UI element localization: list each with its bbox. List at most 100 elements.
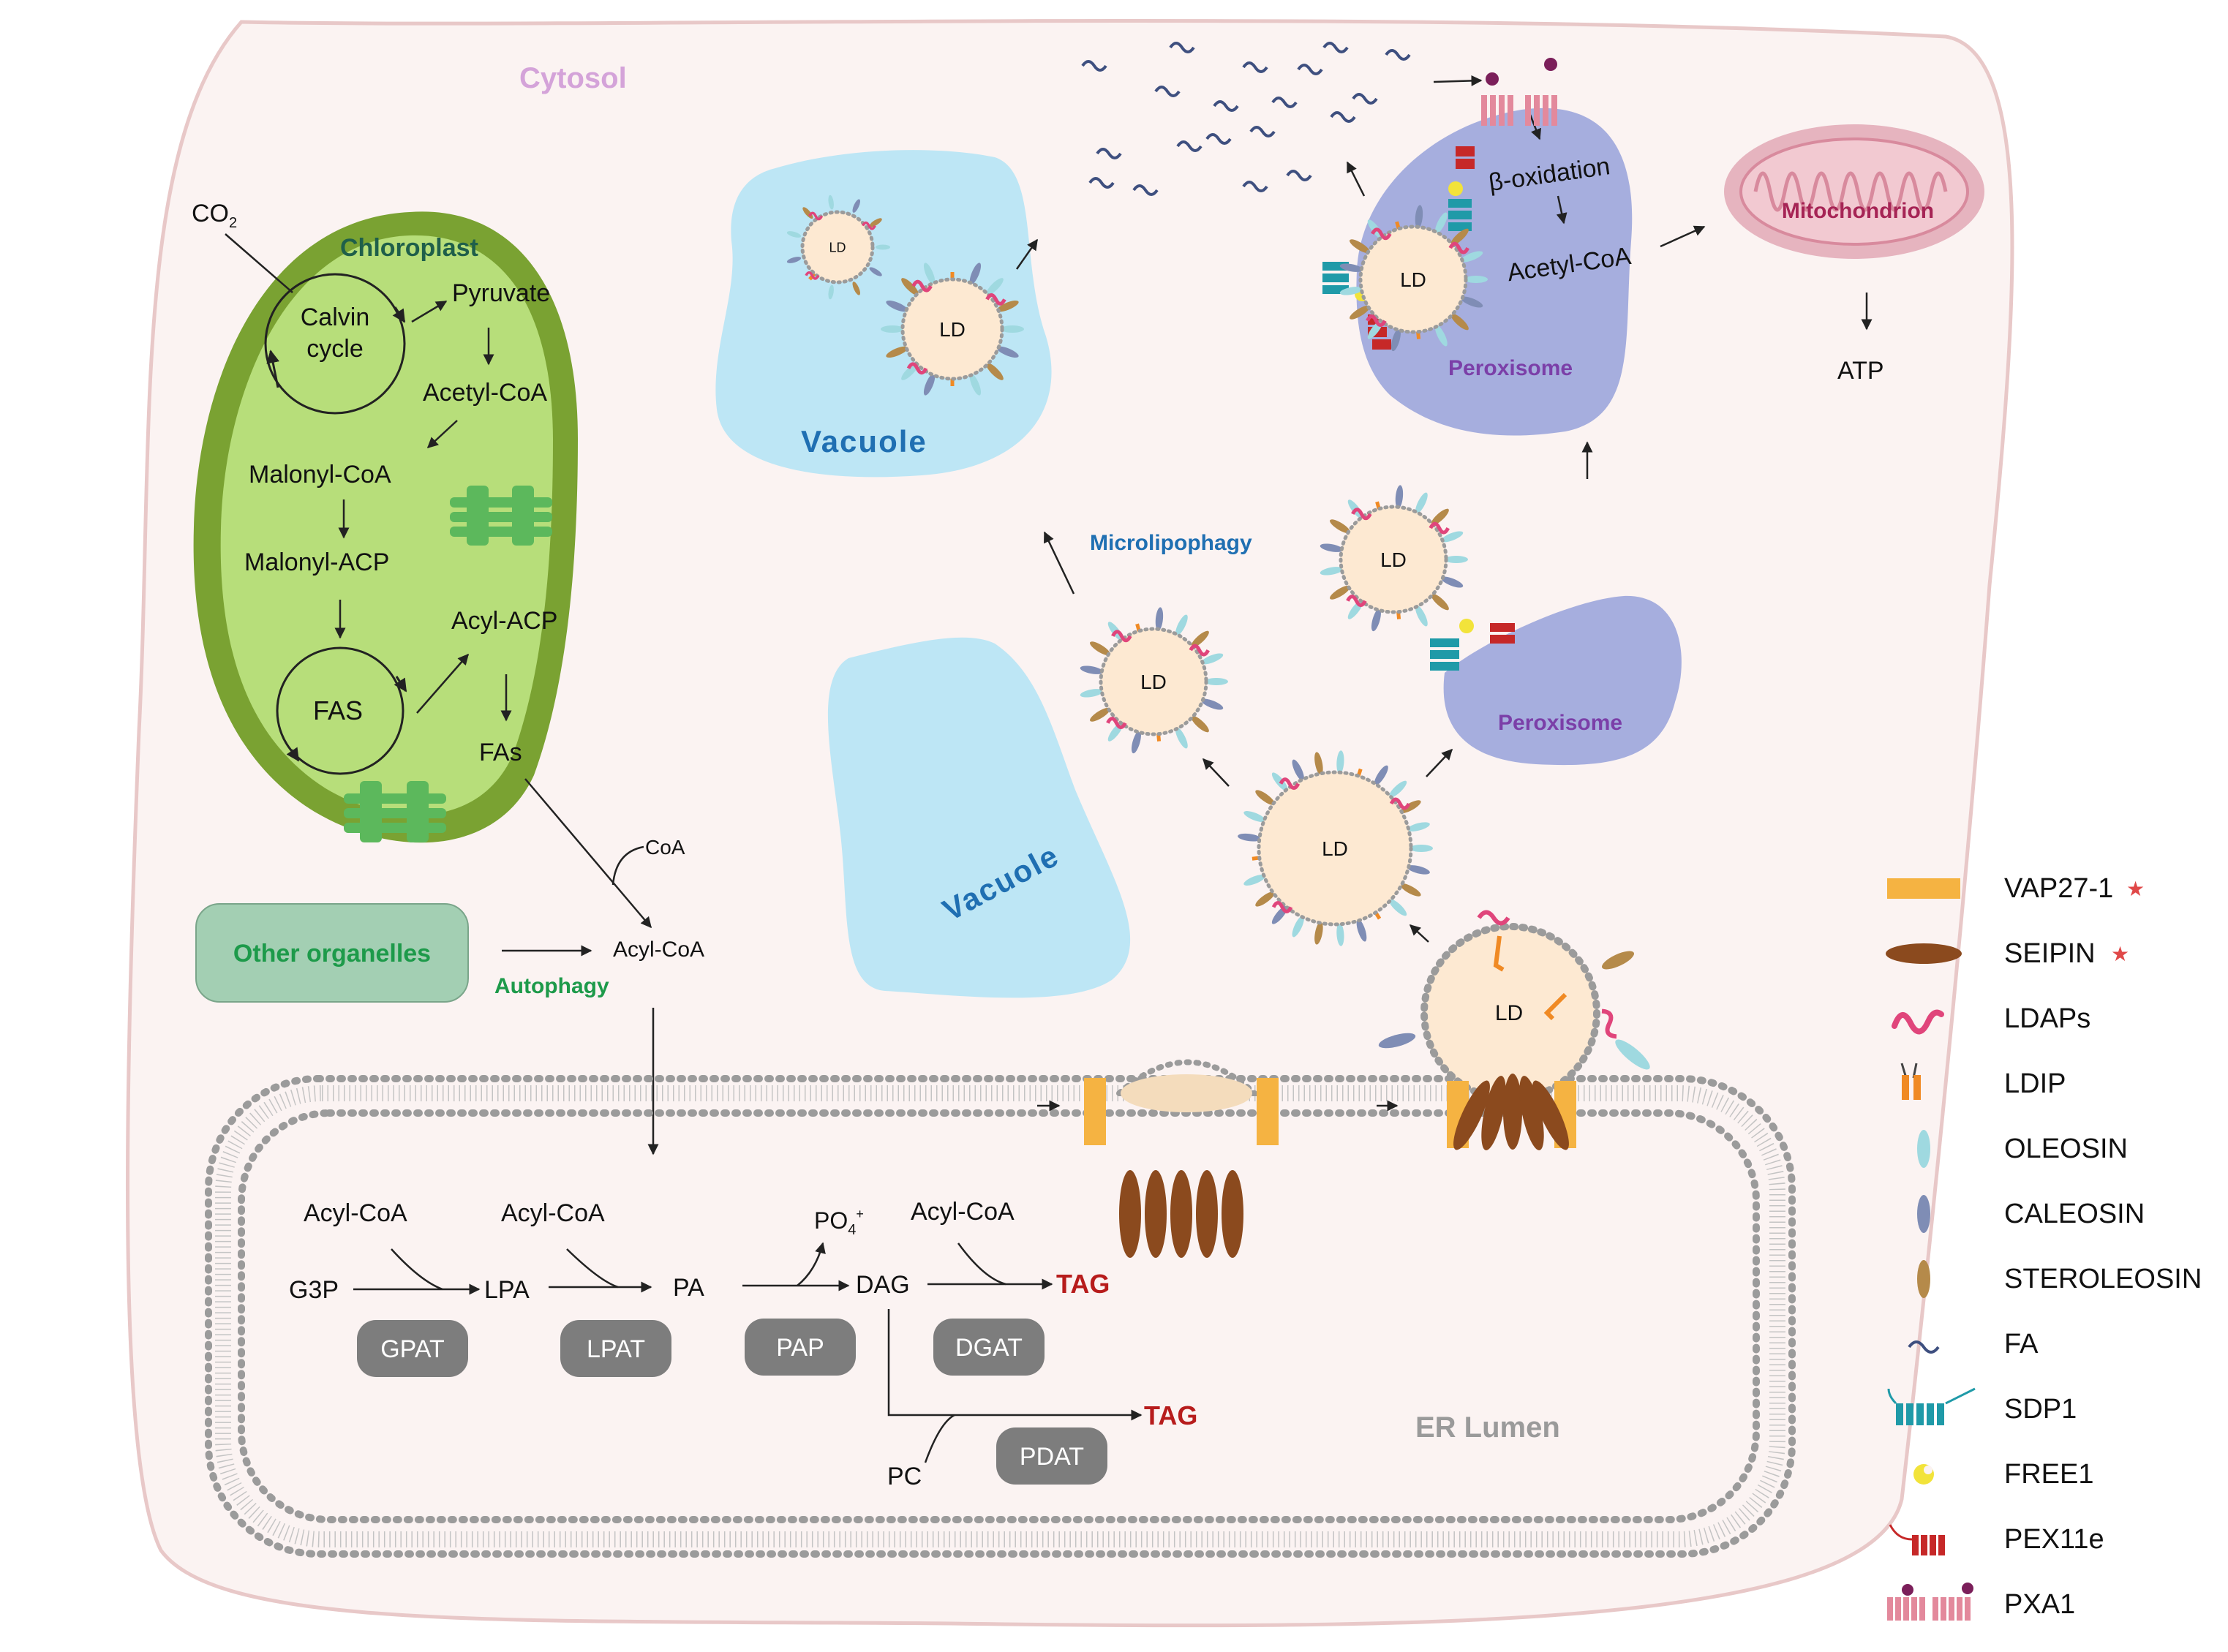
fa-molecule <box>1249 126 1276 137</box>
pc-label: PC <box>887 1463 922 1490</box>
lipid-droplets: LD LD LD LD LD LD <box>786 195 1488 946</box>
cytosol-label: Cytosol <box>519 62 627 94</box>
vacuole-upper-label: Vacuole <box>801 424 927 459</box>
er-acyl-coa-1: Acyl-CoA <box>304 1199 407 1227</box>
pxa1-icon <box>1887 1583 1973 1621</box>
atp-label: ATP <box>1837 357 1884 385</box>
pa-label: PA <box>673 1274 704 1302</box>
legend-label: LDIP <box>2004 1068 2066 1099</box>
calvin-cycle-label-2: cycle <box>306 335 363 363</box>
legend-label: STEROLEOSIN <box>2004 1264 2202 1294</box>
legend-label: PXA1 <box>2004 1589 2075 1620</box>
ldaps-icon <box>1892 1009 1944 1035</box>
fa-molecule <box>1242 61 1268 73</box>
thylakoid-stack-upper <box>450 486 552 546</box>
ld-label: LD <box>1400 268 1426 291</box>
pdat-label: PDAT <box>1020 1443 1084 1471</box>
chloroplast: Chloroplast CO2 Calvin cycle Pyruvate Ac… <box>192 200 578 843</box>
tag-lens <box>1121 1074 1252 1112</box>
pdat-box <box>996 1427 1107 1485</box>
gpat-label: GPAT <box>380 1335 445 1363</box>
ld-label: LD <box>1322 837 1348 860</box>
legend-item-fa: FA <box>1908 1329 2039 1359</box>
legend-label: OLEOSIN <box>2004 1134 2128 1164</box>
legend-item-vap27-1: VAP27-1★ <box>1887 873 2145 904</box>
autophagy-label: Autophagy <box>494 974 609 998</box>
fa-molecule <box>1385 49 1411 61</box>
vap27-1-icon <box>1887 878 1960 899</box>
seipin-complex-1 <box>1119 1170 1243 1258</box>
lipid-droplet: LD <box>1238 750 1433 946</box>
legend-item-ldaps: LDAPs <box>1892 1003 2090 1035</box>
lpat-label: LPAT <box>587 1335 645 1363</box>
star-icon: ★ <box>2126 878 2145 900</box>
pap-label: PAP <box>776 1334 824 1362</box>
fa-molecule <box>1081 60 1107 72</box>
coa-label: CoA <box>645 836 685 859</box>
lipid-droplet: LD <box>1320 485 1468 632</box>
budding-ld-label: LD <box>1495 1001 1523 1025</box>
fa-molecule <box>1154 86 1181 97</box>
vap27-left <box>1084 1078 1106 1145</box>
microlipophagy-label: Microlipophagy <box>1090 531 1252 555</box>
legend-label: SDP1 <box>2004 1394 2077 1425</box>
legend-item-steroleosin: STEROLEOSIN <box>1917 1260 2202 1298</box>
acyl-acp-label: Acyl-ACP <box>451 607 557 635</box>
fas-cycle-circle <box>276 646 404 775</box>
star-icon: ★ <box>2111 943 2129 965</box>
legend-label: LDAPs <box>2004 1003 2090 1034</box>
ld-label: LD <box>829 240 846 254</box>
malonyl-coa-label: Malonyl-CoA <box>249 461 391 489</box>
fa-molecule <box>1286 170 1312 181</box>
ldip-icon <box>1900 1063 1921 1100</box>
sdp1-lower <box>1430 638 1459 671</box>
legend-item-caleosin: CALEOSIN <box>1917 1195 2145 1233</box>
endoplasmic-reticulum: ER Lumen <box>205 1075 1796 1558</box>
er-acyl-coa-3: Acyl-CoA <box>911 1198 1015 1226</box>
calvin-cycle-label-1: Calvin <box>301 303 369 331</box>
er-acyl-coa-2: Acyl-CoA <box>501 1199 605 1227</box>
g3p-label: G3P <box>289 1276 339 1304</box>
free1-icon <box>1913 1464 1934 1485</box>
vacuole-upper <box>715 150 1052 478</box>
ld-label: LD <box>1380 548 1407 571</box>
other-organelles-label: Other organelles <box>233 940 431 968</box>
free-fatty-acids <box>1081 42 1411 196</box>
acetyl-coa-chloro-label: Acetyl-CoA <box>423 379 547 407</box>
fa-molecule <box>1330 111 1356 123</box>
pyruvate-label: Pyruvate <box>452 279 550 307</box>
ld-biogenesis: LD <box>1037 910 1650 1258</box>
calvin-cycle-circle <box>264 273 406 415</box>
lipid-droplet: LD <box>1339 205 1488 352</box>
ld-label: LD <box>1140 671 1167 693</box>
fa-molecule <box>1176 140 1203 152</box>
tag-label-1: TAG <box>1056 1269 1110 1299</box>
legend-item-free1: FREE1 <box>1913 1459 2093 1490</box>
oleosin-icon <box>1917 1130 1930 1168</box>
legend-item-seipin: SEIPIN ★ <box>1886 938 2129 969</box>
fa-molecule <box>1205 133 1232 145</box>
ld-label: LD <box>939 318 966 341</box>
legend-label: FA <box>2004 1329 2039 1359</box>
seipin-icon <box>1886 943 1962 964</box>
lpat-box <box>560 1320 671 1377</box>
pxa1-upper <box>1481 58 1557 126</box>
co2-arrow <box>225 233 293 293</box>
legend-item-pxa1: PXA1 <box>1887 1583 2075 1621</box>
pap-box <box>745 1319 856 1376</box>
legend-label: SEIPIN <box>2004 938 2096 969</box>
tag-synthesis-pathway: Acyl-CoA Acyl-CoA Acyl-CoA PO4+ G3P LPA … <box>289 1198 1197 1490</box>
legend-label: FREE1 <box>2004 1459 2093 1490</box>
peroxisome-upper-label: Peroxisome <box>1448 356 1573 380</box>
sdp1-icon <box>1887 1387 1976 1425</box>
peroxisome-upper <box>1356 108 1633 436</box>
po4-label: PO4+ <box>814 1207 864 1238</box>
vap27-right <box>1257 1078 1279 1145</box>
fa-molecule <box>1213 100 1239 112</box>
pex11e-icon <box>1889 1524 1945 1555</box>
legend-item-oleosin: OLEOSIN <box>1917 1130 2128 1168</box>
caleosin-icon <box>1917 1195 1930 1233</box>
acyl-coa-pool-label: Acyl-CoA <box>613 938 704 962</box>
fa-molecule <box>1322 42 1349 53</box>
